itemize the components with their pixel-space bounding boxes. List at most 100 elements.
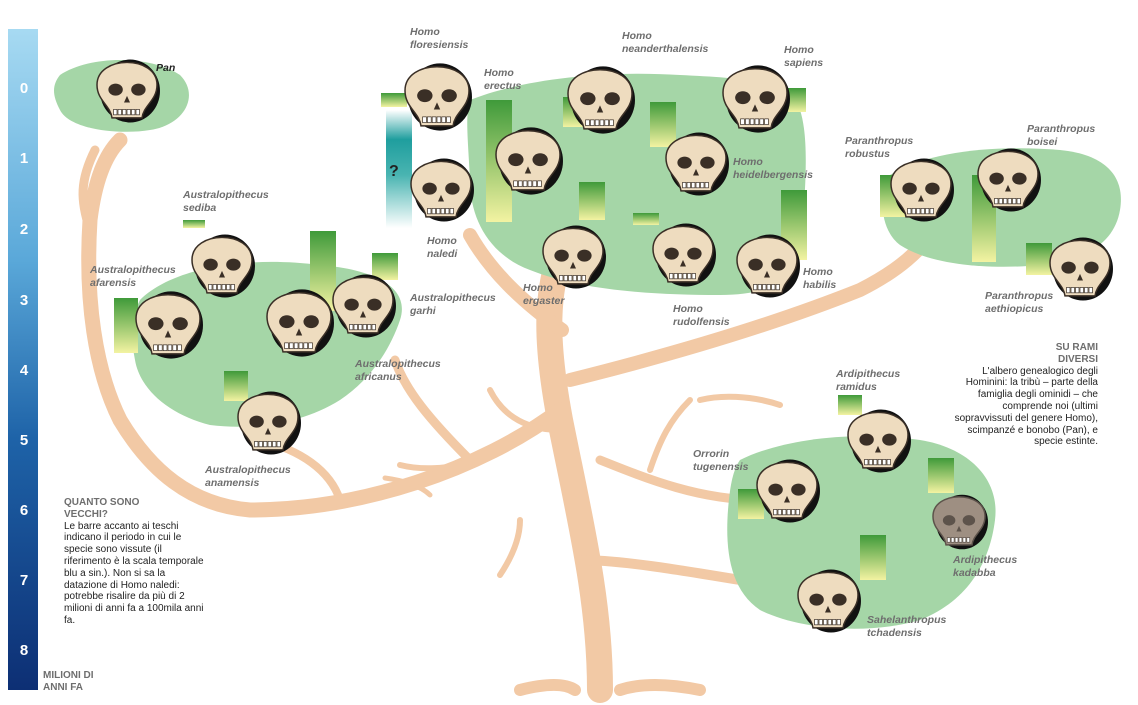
tick-2: 2 [14, 221, 34, 238]
s_tchadensis-time-bar [860, 535, 886, 580]
p_boisei-label-line: Paranthropus [1027, 123, 1095, 136]
tick-7: 7 [14, 572, 34, 589]
h_ergaster-time-bar [579, 182, 605, 220]
au_garhi-label-line: garhi [410, 305, 496, 318]
tick-1: 1 [14, 150, 34, 167]
ar_ramidus-time-bar [838, 395, 862, 415]
h_erectus-label-line: Homo [484, 67, 521, 80]
h_ergaster-label-line: Homo [523, 282, 564, 295]
ar_ramidus-label-line: Ardipithecus [836, 368, 900, 381]
au_anamensis-label-line: anamensis [205, 477, 291, 490]
h_heidelbergensis-label-line: heidelbergensis [733, 169, 813, 182]
h_heidelbergensis-label-line: Homo [733, 156, 813, 169]
note-right-head-2: DIVERSI [948, 354, 1098, 366]
h_erectus-label-line: erectus [484, 80, 521, 93]
note-right-head-1: SU RAMI [948, 342, 1098, 354]
note-left-body: Le barre accanto ai teschi indicano il p… [64, 521, 204, 627]
h_floresiensis-skull-icon [405, 63, 472, 130]
h_floresiensis-label-line: floresiensis [410, 39, 468, 52]
pan-label-line: Pan [156, 62, 175, 75]
ar_ramidus-label-line: ramidus [836, 381, 900, 394]
time-scale-bar [8, 29, 38, 690]
h_rudolfensis-label-line: rudolfensis [673, 316, 730, 329]
au_africanus-label-line: Australopithecus [355, 358, 441, 371]
h_sapiens-label-line: sapiens [784, 57, 823, 70]
note-left-head-2: VECCHI? [64, 509, 204, 521]
au_sediba-time-bar [183, 220, 205, 228]
h_rudolfensis-time-bar [633, 213, 659, 225]
au_sediba-label-line: sediba [183, 202, 269, 215]
p_aethiopicus-label-line: Paranthropus [985, 290, 1053, 303]
h_habilis-label-line: habilis [803, 279, 836, 292]
p_robustus-label-line: Paranthropus [845, 135, 913, 148]
s_tchadensis-label-line: Sahelanthropus [867, 614, 946, 627]
h_ergaster-label-line: ergaster [523, 295, 564, 308]
h_rudolfensis-label-line: Homo [673, 303, 730, 316]
tick-0: 0 [14, 80, 34, 97]
or_tugenensis-label-line: Orrorin [693, 448, 748, 461]
h_habilis-label-line: Homo [803, 266, 836, 279]
h_habilis-label: Homohabilis [803, 266, 836, 291]
ar_kadabba-label-line: Ardipithecus [953, 554, 1017, 567]
time-units-label: MILIONI DI ANNI FA [43, 670, 94, 693]
au_garhi-label-line: Australopithecus [410, 292, 496, 305]
units-line-2: ANNI FA [43, 682, 94, 694]
tick-4: 4 [14, 362, 34, 379]
h_naledi-skull-icon [411, 159, 474, 222]
ar_ramidus-label: Ardipithecusramidus [836, 368, 900, 393]
note-different-branches: SU RAMI DIVERSI L'albero genealogico deg… [948, 342, 1098, 448]
ar_kadabba-label-line: kadabba [953, 567, 1017, 580]
au_africanus-label-line: africanus [355, 371, 441, 384]
p_aethiopicus-time-bar [1026, 243, 1052, 275]
h_neanderthalensis-label-line: neanderthalensis [622, 43, 708, 56]
pan-label: Pan [156, 62, 175, 75]
tick-6: 6 [14, 502, 34, 519]
h_sapiens-time-bar [788, 88, 806, 112]
p_boisei-label-line: boisei [1027, 136, 1095, 149]
au_anamensis-label-line: Australopithecus [205, 464, 291, 477]
au_afarensis-label-line: Australopithecus [90, 264, 176, 277]
p_robustus-label-line: robustus [845, 148, 913, 161]
p_aethiopicus-label-line: aethiopicus [985, 303, 1053, 316]
au_anamensis-time-bar [224, 371, 248, 401]
au_garhi-time-bar [372, 253, 398, 280]
tick-8: 8 [14, 642, 34, 659]
h_neanderthalensis-label-line: Homo [622, 30, 708, 43]
au_sediba-label-line: Australopithecus [183, 189, 269, 202]
h_floresiensis-label-line: Homo [410, 26, 468, 39]
au_garhi-label: Australopithecusgarhi [410, 292, 496, 317]
h_sapiens-label-line: Homo [784, 44, 823, 57]
tick-5: 5 [14, 432, 34, 449]
note-right-body: L'albero genealogico degli Hominini: la … [948, 366, 1098, 449]
s_tchadensis-label-line: tchadensis [867, 627, 946, 640]
au_afarensis-label-line: afarensis [90, 277, 176, 290]
p_aethiopicus-label: Paranthropusaethiopicus [985, 290, 1053, 315]
tick-3: 3 [14, 292, 34, 309]
note-how-old: QUANTO SONO VECCHI? Le barre accanto ai … [64, 497, 204, 627]
or_tugenensis-label-line: tugenensis [693, 461, 748, 474]
au_afarensis-label: Australopithecusafarensis [90, 264, 176, 289]
note-left-head-1: QUANTO SONO [64, 497, 204, 509]
h_heidelbergensis-time-bar [650, 102, 676, 147]
au_anamensis-skull-icon [238, 392, 301, 455]
units-line-1: MILIONI DI [43, 670, 94, 682]
h_neanderthalensis-label: Homoneanderthalensis [622, 30, 708, 55]
p_aethiopicus-skull-icon [1050, 238, 1113, 301]
h_naledi-label-line: Homo [427, 235, 457, 248]
ar_kadabba-time-bar [928, 458, 954, 493]
h_floresiensis-time-bar [381, 93, 407, 107]
au_afarensis-time-bar [114, 298, 138, 353]
